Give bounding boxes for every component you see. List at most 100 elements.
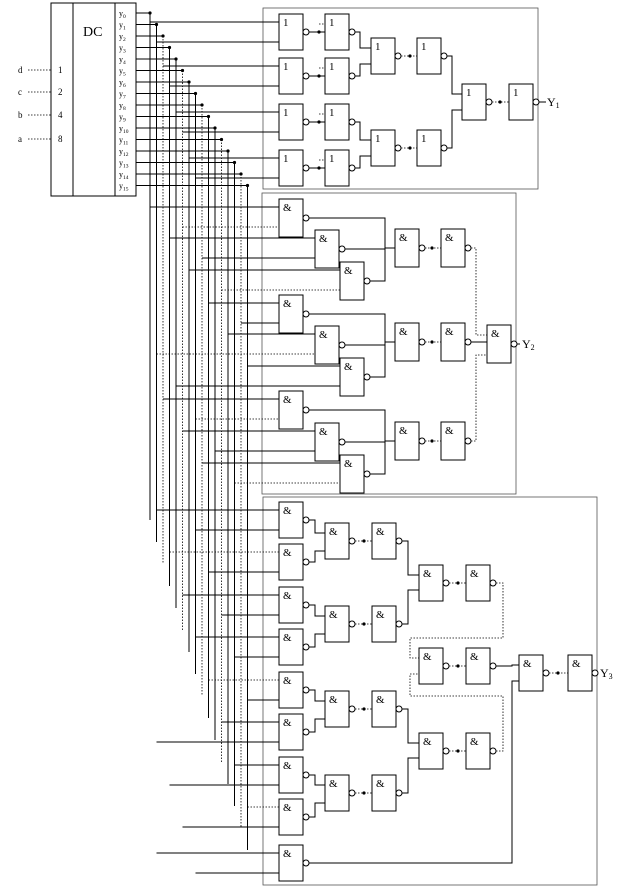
decoder-output-label: y13: [119, 159, 129, 170]
gate-symbol: &: [319, 426, 328, 438]
and-gate: &: [314, 229, 346, 269]
gate-symbol: &: [329, 609, 338, 621]
or-gate: 1: [278, 57, 310, 95]
gate-symbol: &: [283, 717, 292, 729]
wire: [447, 55, 462, 95]
gate-symbol: 1: [329, 61, 335, 73]
junction-dot: [362, 539, 366, 543]
wire: [355, 63, 371, 77]
wire: [355, 155, 371, 169]
and-gate: &: [371, 774, 403, 812]
gate-symbol: &: [283, 848, 292, 860]
wire: [402, 540, 419, 576]
gate-symbol: 1: [421, 41, 427, 53]
and-gate: &: [394, 228, 426, 268]
and-gate: &: [278, 756, 310, 794]
or-gate: 1: [278, 149, 310, 187]
gate-symbol: &: [329, 694, 338, 706]
junction-dot: [430, 340, 434, 344]
gate-symbol: &: [376, 526, 385, 538]
and-gate: &: [278, 294, 310, 334]
decoder-output-label: y14: [119, 170, 129, 181]
junction-dot: [317, 74, 321, 78]
and-gate: &: [278, 198, 310, 238]
gate-symbol: &: [470, 651, 479, 663]
gate-symbol: &: [283, 590, 292, 602]
and-gate: &: [440, 421, 472, 461]
and-gate: &: [314, 422, 346, 462]
junction-dot: [430, 246, 434, 250]
and-gate: &: [278, 390, 310, 430]
and-gate: &: [418, 732, 450, 770]
output-label-y2: Y2: [522, 337, 535, 352]
and-gate: &: [440, 322, 472, 362]
gate-symbol: 1: [421, 133, 427, 145]
gate-symbol: &: [399, 326, 408, 338]
output-label-y1: Y1: [547, 95, 560, 110]
junction-dot: [430, 439, 434, 443]
and-gate: &: [465, 564, 497, 602]
wire: [402, 757, 419, 794]
or-gate: 1: [278, 13, 310, 51]
and-gate: &: [339, 357, 371, 397]
block-y3: [262, 496, 598, 886]
wire: [496, 664, 519, 667]
gate-symbol: &: [470, 568, 479, 580]
and-gate: &: [324, 774, 356, 812]
and-gate: &: [465, 732, 497, 770]
decoder-output-label: y9: [119, 113, 126, 124]
decoder-output-label: y7: [119, 90, 126, 101]
decoder-output-label: y5: [119, 67, 126, 78]
junction-dot: [362, 791, 366, 795]
and-gate: &: [278, 798, 310, 836]
gate-symbol: 1: [329, 153, 335, 165]
or-gate: 1: [324, 103, 356, 141]
decoder-input-label: b: [18, 110, 23, 120]
wire: [402, 708, 419, 744]
gate-symbol: 1: [283, 107, 289, 119]
decoder-output-label: y4: [119, 55, 126, 66]
junction-dot: [456, 664, 460, 668]
or-gate: 1: [324, 13, 356, 51]
and-gate: &: [371, 522, 403, 560]
gate-symbol: &: [572, 658, 581, 670]
gate-symbol: 1: [329, 107, 335, 119]
wire: [309, 689, 325, 702]
junction-dot: [456, 581, 460, 585]
gate-symbol: &: [445, 326, 454, 338]
junction-dot: [362, 707, 366, 711]
wire: [309, 718, 325, 733]
junction-dot: [362, 622, 366, 626]
wire: [309, 519, 325, 534]
and-gate: &: [314, 325, 346, 365]
decoder-output-label: y12: [119, 147, 129, 158]
gate-symbol: &: [283, 298, 292, 310]
or-gate: 1: [370, 129, 402, 167]
gate-symbol: &: [283, 202, 292, 214]
gate-symbol: &: [491, 328, 500, 340]
or-gate: 1: [370, 37, 402, 75]
decoder-output-label: y0: [119, 9, 126, 20]
and-gate: &: [440, 228, 472, 268]
gate-symbol: &: [319, 233, 328, 245]
gate-symbol: &: [423, 651, 432, 663]
or-gate: 1: [324, 149, 356, 187]
decoder-input-label: d: [18, 65, 23, 75]
gate-symbol: 1: [375, 41, 381, 53]
decoder-input-weight: 8: [58, 134, 63, 144]
or-gate: 1: [324, 57, 356, 95]
and-gate: &: [394, 322, 426, 362]
gate-symbol: &: [445, 232, 454, 244]
and-gate: &: [371, 690, 403, 728]
wire: [309, 550, 325, 563]
and-gate: &: [278, 586, 310, 624]
decoder-input-label: a: [18, 134, 22, 144]
gate-symbol: &: [329, 526, 338, 538]
output-label-y3: Y3: [600, 666, 613, 681]
wire: [309, 802, 325, 818]
decoder-output-label: y15: [119, 182, 129, 193]
gate-symbol: &: [329, 778, 338, 790]
